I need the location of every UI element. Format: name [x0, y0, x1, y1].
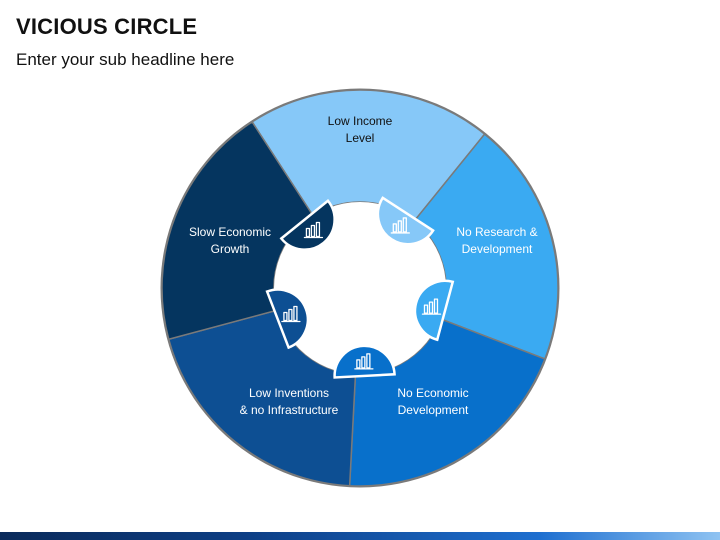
growth-chart-icon	[354, 353, 374, 370]
label-no-research-development: No Research &Development	[456, 225, 537, 256]
page-subtitle: Enter your sub headline here	[16, 50, 235, 69]
label-low-inventions-infrastructure: Low Inventions& no Infrastructure	[240, 386, 339, 417]
people-network-icon	[421, 298, 442, 315]
segment-no-research-development	[413, 133, 559, 360]
segment-low-income-level	[251, 89, 486, 223]
dollar-bars-icon	[303, 221, 324, 239]
footer-bar	[0, 532, 720, 540]
page-title: VICIOUS CIRCLE	[16, 14, 198, 39]
segment-no-economic-development	[348, 317, 546, 487]
segment-low-inventions-infrastructure	[167, 309, 357, 487]
lightbulb-gear-icon	[281, 305, 301, 323]
segment-slow-economic-growth	[161, 120, 315, 341]
money-chart-down-icon	[390, 217, 410, 234]
